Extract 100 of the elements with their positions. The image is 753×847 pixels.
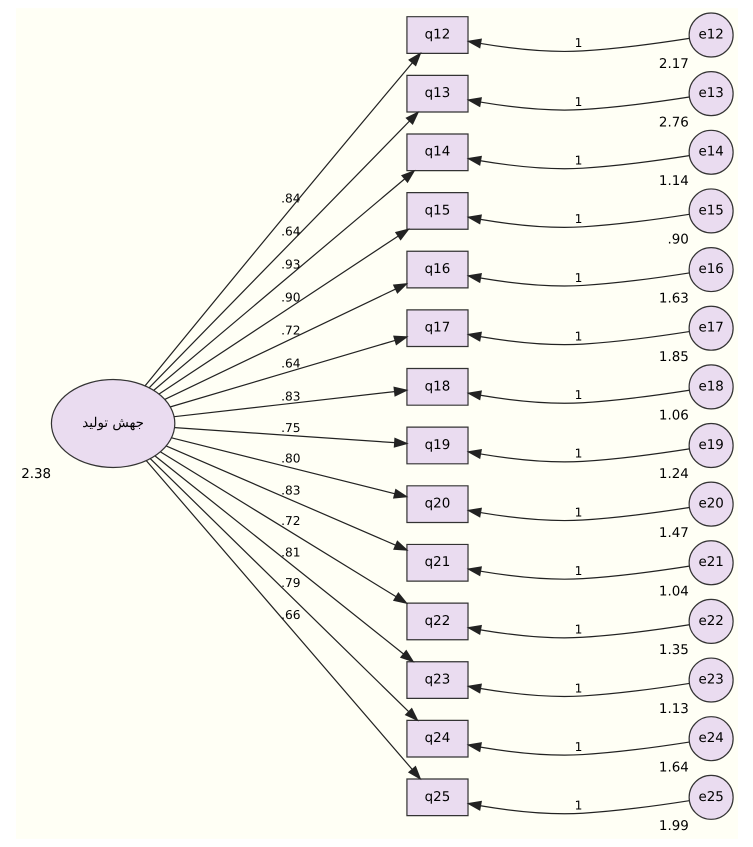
node-label: 1.04	[658, 584, 688, 600]
node-label: 2.76	[658, 115, 688, 130]
edge-label: .64	[280, 356, 300, 370]
edge-label: .83	[280, 483, 300, 498]
node-circle: e21	[688, 540, 734, 586]
edge-label: 1	[574, 446, 582, 461]
arrow	[466, 96, 689, 111]
node-circle: e22	[688, 598, 734, 644]
arrow	[170, 336, 408, 408]
node-box: q22	[406, 602, 468, 640]
node-label: 2.38	[20, 467, 51, 482]
edge-label: 1	[574, 270, 582, 285]
node-circle: e13	[688, 71, 734, 116]
edge-label: 1	[574, 94, 582, 109]
arrow	[160, 451, 408, 604]
node-circle: e12	[688, 12, 734, 58]
node-label: 1.35	[658, 643, 688, 658]
node-label: 1.24	[658, 467, 688, 482]
edge-label: .64	[280, 224, 300, 238]
arrow	[149, 458, 418, 722]
edge-label: .79	[280, 576, 300, 590]
node-box: q19	[406, 426, 468, 464]
node-label: 2.17	[658, 56, 688, 72]
node-box: q24	[406, 720, 468, 758]
node-box: q18	[406, 368, 468, 406]
arrow	[174, 386, 408, 418]
node-box: q14	[406, 133, 468, 172]
edge-label: .93	[280, 257, 300, 272]
arrow	[466, 624, 689, 638]
edge-label: 1	[574, 564, 582, 578]
node-circle: e19	[688, 422, 734, 468]
edge-label: .72	[280, 514, 300, 528]
node-label: 1.47	[658, 526, 688, 541]
node-box: q21	[406, 544, 468, 582]
node-box: q20	[406, 485, 468, 524]
edge-label: .81	[280, 546, 300, 560]
arrow	[154, 456, 414, 663]
edge-label: 1	[574, 740, 582, 754]
arrow	[466, 390, 689, 404]
node-box: q23	[406, 661, 468, 699]
node-box: q17	[406, 309, 468, 348]
arrow	[466, 566, 689, 580]
edge-label: 1	[574, 36, 582, 50]
node-circle: e23	[688, 657, 734, 703]
node-box: q12	[406, 16, 468, 54]
node-ellipse: جهش تولید	[50, 378, 175, 468]
arrow	[164, 282, 408, 400]
node-box: q15	[406, 192, 468, 230]
edge-label: .75	[280, 421, 300, 436]
edge-label: .83	[280, 389, 300, 404]
edge-label: 1	[574, 154, 582, 168]
arrow	[166, 445, 408, 551]
node-circle: e14	[688, 130, 734, 175]
node-label: .90	[666, 232, 688, 248]
node-label: 1.85	[658, 350, 688, 365]
arrow	[174, 427, 408, 448]
node-circle: e18	[688, 364, 734, 410]
arrow	[144, 52, 422, 386]
node-circle: e25	[688, 774, 734, 820]
node-box: q16	[406, 250, 468, 288]
edge-label: 1	[574, 681, 582, 696]
node-label: 1.64	[658, 760, 688, 776]
arrow	[466, 214, 689, 228]
edge-label: .80	[280, 452, 300, 466]
edge-label: 1	[574, 329, 582, 344]
node-circle: e17	[688, 306, 734, 351]
arrow	[466, 800, 689, 814]
node-label: 1.99	[658, 819, 688, 834]
node-label: 1.14	[658, 174, 688, 190]
node-box: q25	[406, 778, 468, 816]
arrow	[466, 448, 689, 462]
arrow	[148, 110, 419, 388]
arrow	[466, 682, 689, 698]
arrow	[145, 460, 421, 780]
arrow	[466, 272, 689, 287]
arrow	[466, 38, 689, 52]
edge-label: .66	[280, 608, 300, 622]
node-box: q13	[406, 74, 468, 113]
edge-label: .84	[280, 191, 300, 206]
arrow	[152, 170, 416, 391]
edge-label: 1	[574, 212, 582, 226]
node-circle: e16	[688, 246, 734, 292]
edge-label: .90	[280, 290, 300, 304]
arrow	[466, 155, 689, 170]
node-circle: e20	[688, 482, 734, 527]
node-label: 1.63	[658, 291, 688, 306]
arrow	[466, 741, 689, 756]
node-circle: e15	[688, 188, 734, 234]
arrow	[170, 437, 408, 499]
edge-label: 1	[574, 622, 582, 637]
arrow	[466, 330, 689, 346]
edge-label: .72	[280, 323, 300, 338]
node-label: 1.06	[658, 408, 688, 424]
arrow	[158, 228, 410, 394]
edge-label: 1	[574, 798, 582, 813]
edge-label: 1	[574, 505, 582, 520]
node-circle: e24	[688, 716, 734, 762]
arrow	[466, 506, 689, 522]
node-label: 1.13	[658, 702, 688, 717]
edge-label: 1	[574, 388, 582, 402]
